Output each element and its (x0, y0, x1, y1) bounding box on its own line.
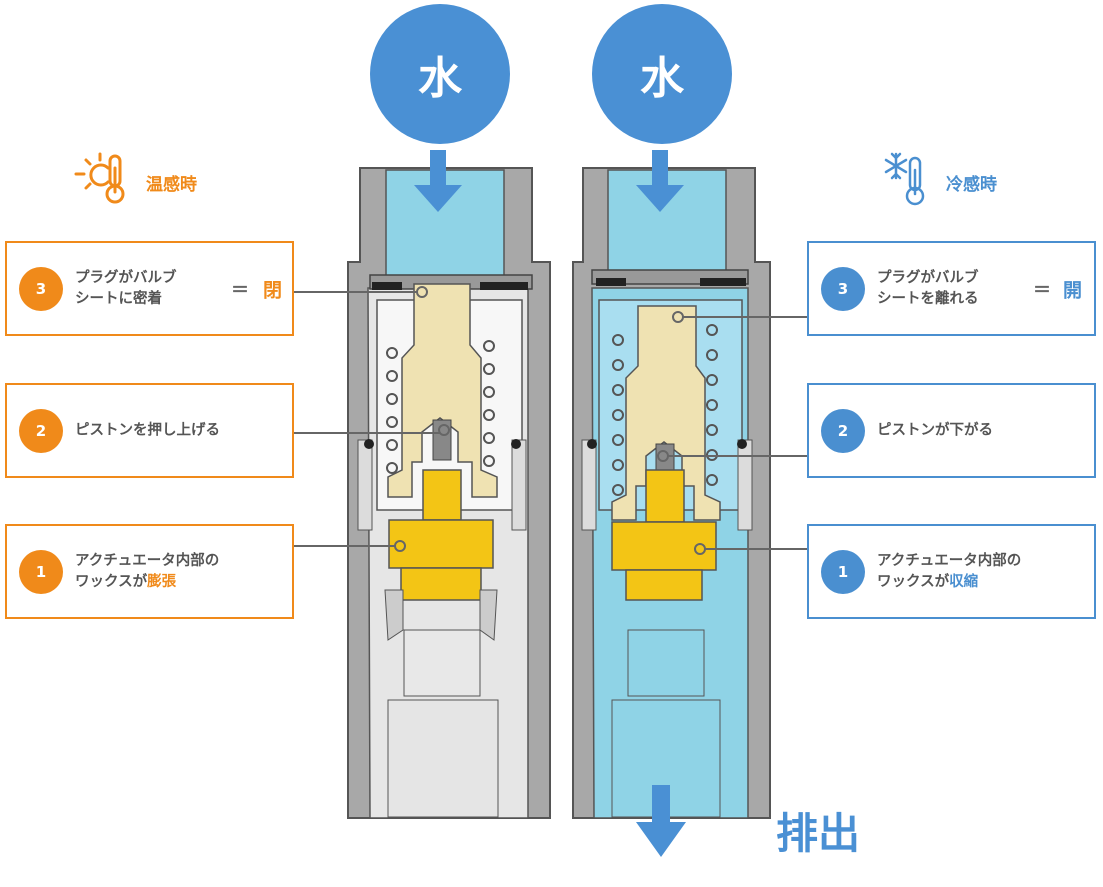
sun-thermometer-icon (72, 150, 132, 208)
equals-sign: ＝ (231, 279, 249, 301)
cold-step-1-box: 1 アクチュエータ内部の ワックスが収縮 (807, 524, 1096, 619)
valve-cold (572, 150, 771, 857)
warm-step-1-box: 1 アクチュエータ内部の ワックスが膨張 (5, 524, 294, 619)
step-text-main: アクチュエータ内部の ワックスが (877, 552, 1022, 590)
step-number-badge: 3 (821, 266, 865, 311)
cold-step-2-box: 2 ピストンが下がる (807, 383, 1096, 478)
step-text: ピストンを押し上げる (75, 422, 220, 438)
step-text: プラグがバルブ シートを離れる (877, 269, 979, 307)
valve-state: 閉 (263, 279, 283, 301)
step-number-badge: 1 (821, 549, 865, 594)
step-number-badge: 2 (821, 408, 865, 453)
inlet-water-badge-left: 水 (370, 4, 510, 144)
inlet-label-right: 水 (640, 53, 684, 104)
step-text: アクチュエータ内部の ワックスが収縮 (877, 551, 1021, 593)
snowflake-thermometer-icon (878, 148, 938, 208)
outlet-label: 排出 (776, 809, 861, 858)
valve-warm (347, 150, 551, 819)
step-text-emphasis: 収縮 (949, 573, 979, 590)
step-text: アクチュエータ内部の ワックスが膨張 (75, 551, 219, 593)
step-number-badge: 3 (19, 266, 63, 311)
step-text: プラグがバルブ シートに密着 (75, 269, 177, 307)
valve-state: 開 (1063, 279, 1083, 301)
inlet-water-badge-right: 水 (592, 4, 732, 144)
step-text-main: アクチュエータ内部の ワックスが (75, 552, 220, 590)
warm-mode-title: 温感時 (146, 175, 197, 195)
warm-step-3-box: 3 プラグがバルブ シートに密着 ＝ 閉 (5, 241, 294, 336)
inlet-label-left: 水 (418, 53, 462, 104)
step-text: ピストンが下がる (877, 422, 993, 438)
step-number-badge: 1 (19, 549, 63, 594)
warm-step-2-box: 2 ピストンを押し上げる (5, 383, 294, 478)
step-number-badge: 2 (19, 408, 63, 453)
cold-mode-title: 冷感時 (946, 175, 997, 195)
cold-step-3-box: 3 プラグがバルブ シートを離れる ＝ 開 (807, 241, 1096, 336)
step-text-emphasis: 膨張 (147, 573, 177, 590)
equals-sign: ＝ (1033, 279, 1051, 301)
